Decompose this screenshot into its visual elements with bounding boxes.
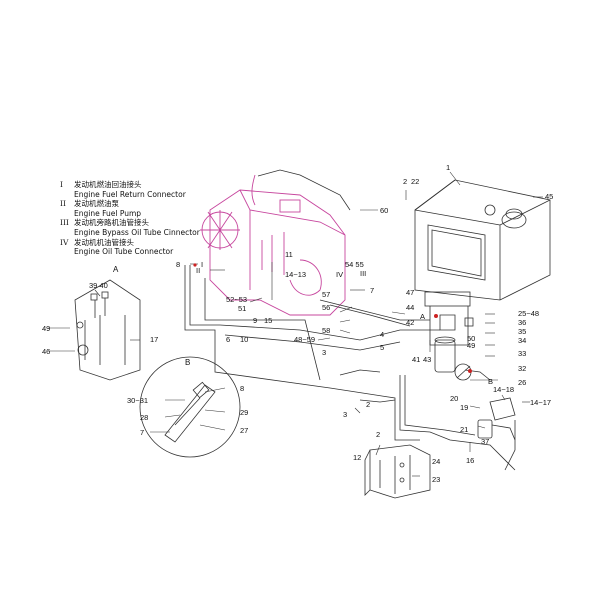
legend-item: II 发动机燃油泵 Engine Fuel Pump [60, 199, 200, 218]
callout: 23 [432, 475, 440, 484]
callout: 4 [380, 330, 384, 339]
callout: 12 [353, 453, 361, 462]
callout: 48~59 [294, 335, 315, 344]
callout: 21 [460, 425, 468, 434]
callout: 47 [406, 288, 414, 297]
section-label-a: A [113, 265, 119, 274]
callout: 54 55 [345, 260, 364, 269]
callout: 43 [423, 355, 431, 364]
callout: 3 [322, 348, 326, 357]
callout: 5 [380, 343, 384, 352]
callout: 6 [226, 335, 230, 344]
legend-roman: I [60, 180, 63, 189]
callout: 27 [240, 426, 248, 435]
callout: 50 [467, 334, 475, 343]
callout: 34 [518, 336, 526, 345]
callout: 42 [406, 318, 414, 327]
callout: 41 [412, 355, 420, 364]
legend-item: IV 发动机机油管接头 Engine Oil Tube Connector [60, 238, 200, 257]
legend-item: III 发动机旁路机油管接头 Engine Bypass Oil Tube Cin… [60, 218, 200, 237]
callout: 30~31 [127, 396, 148, 405]
fuel-filter-assembly [424, 291, 474, 381]
legend-cn: 发动机机油管接头 [74, 237, 134, 247]
callout: 35 [518, 327, 526, 336]
callout: B [488, 377, 493, 386]
callout: I [201, 260, 203, 269]
callout: 49 [42, 324, 50, 333]
callout: 60 [380, 206, 388, 215]
callout: 15 [264, 316, 272, 325]
callout: IV [336, 270, 343, 279]
callout: 39 40 [89, 281, 108, 290]
callout: 32 [518, 364, 526, 373]
leader-lines [48, 171, 543, 477]
legend-en: Engine Fuel Return Connector [74, 189, 186, 199]
tube-network [184, 265, 516, 471]
marker-dot-i [193, 263, 197, 267]
callout: 51 [238, 304, 246, 313]
callout: 29 [240, 408, 248, 417]
callout: 8 [240, 384, 244, 393]
callout: 24 [432, 457, 440, 466]
legend-item: I 发动机燃油回油接头 Engine Fuel Return Connector [60, 180, 200, 199]
callout: 11 [285, 250, 293, 259]
callout: 25~48 [518, 309, 539, 318]
fuel-tank [414, 179, 551, 301]
callout: 14~17 [530, 398, 551, 407]
callout: 2 [366, 400, 370, 409]
legend-cn: 发动机燃油泵 [74, 199, 119, 209]
callout: 45 [545, 192, 553, 201]
callout: 3 [343, 410, 347, 419]
legend-cn: 发动机旁路机油管接头 [74, 218, 149, 228]
callout: 16 [466, 456, 474, 465]
callout: A [420, 312, 425, 321]
legend-en: Engine Fuel Pump [74, 208, 142, 218]
section-label-b: B [185, 358, 190, 367]
callout: 9 [253, 316, 257, 325]
callout: 14~18 [493, 385, 514, 394]
legend-roman: III [60, 218, 69, 228]
legend-cn: 发动机燃油回油接头 [74, 180, 142, 189]
callout: 20 [450, 394, 458, 403]
detail-b-circle [139, 356, 241, 458]
callout: 8 [176, 260, 180, 269]
callout: 57 [322, 290, 330, 299]
callout: III [360, 269, 366, 278]
callout: 46 [42, 347, 50, 356]
callout: 19 [460, 403, 468, 412]
callout-labels: 1 45 2 22 60 11 8 I II 14~13 54 55 IV II… [42, 163, 553, 484]
callout: 44 [406, 303, 414, 312]
callout: 28 [140, 413, 148, 422]
callout: 17 [150, 335, 158, 344]
callout: 1 [446, 163, 450, 172]
callout: 2 [376, 430, 380, 439]
callout: 22 [411, 177, 419, 186]
legend-roman: IV [60, 237, 69, 247]
legend-en: Engine Oil Tube Connector [74, 247, 174, 257]
callout: 26 [518, 378, 526, 387]
engine-block [200, 169, 351, 316]
callout: 2 [403, 177, 407, 186]
callout: 33 [518, 349, 526, 358]
callout: 7 [370, 286, 374, 295]
callout: 14~13 [285, 270, 306, 279]
callout: 58 [322, 326, 330, 335]
detail-a-bracket [74, 279, 141, 381]
callout: 7 [140, 428, 144, 437]
marker-dot-a [434, 314, 438, 318]
callout: 37 [481, 437, 489, 446]
callout: II [196, 266, 200, 275]
callout: 36 [518, 318, 526, 327]
legend-roman: II [60, 199, 66, 209]
legend-en: Engine Bypass Oil Tube Cinnector [74, 227, 200, 237]
callout: 52~53 [226, 295, 247, 304]
secondary-filter [477, 397, 516, 441]
mounting-bracket [364, 444, 431, 499]
marker-dot-b [468, 369, 472, 373]
callout: 49 [467, 341, 475, 350]
callout: 56 [322, 303, 330, 312]
callout: 10 [240, 335, 248, 344]
